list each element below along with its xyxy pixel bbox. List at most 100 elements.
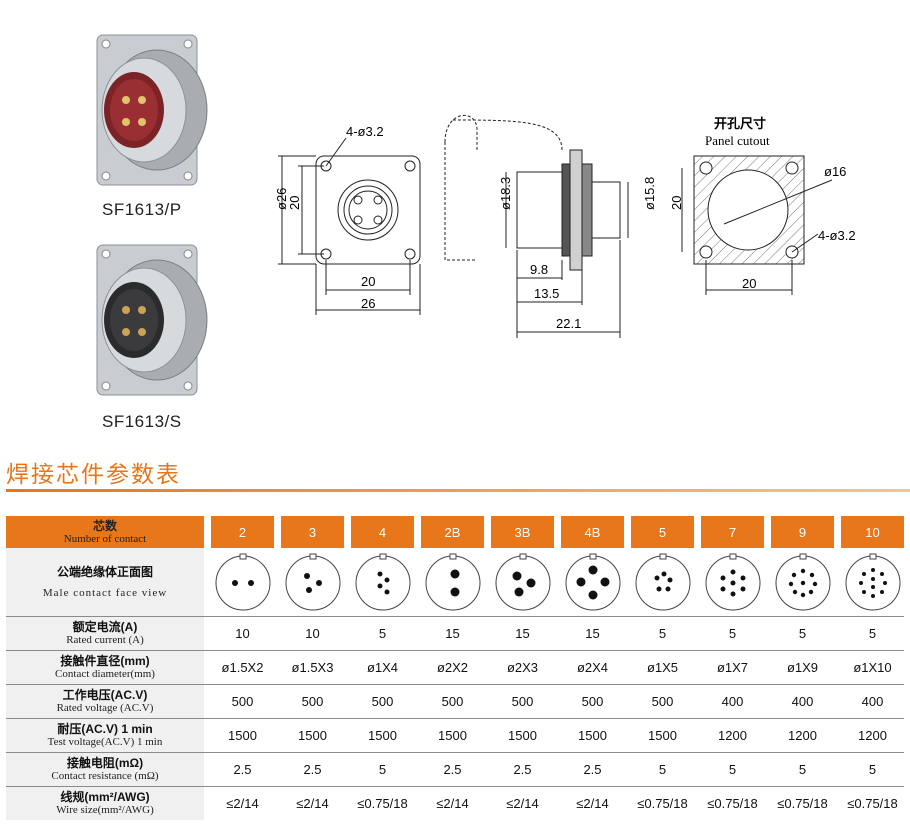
section-title: 焊接芯件参数表 [6, 461, 181, 487]
voltage-cell: 400 [861, 694, 884, 709]
voltage-cell: 500 [371, 694, 394, 709]
front-dim-20-h: 20 [361, 274, 375, 289]
wire-cell: ≤0.75/18 [357, 796, 408, 811]
front-dim-20-v: 20 [287, 196, 302, 210]
table-row-face: 公端绝缘体正面图 Male contact face view [6, 548, 904, 617]
wire-cell: ≤0.75/18 [637, 796, 688, 811]
side-dim-22-1: 22.1 [556, 316, 581, 331]
contacts-cell: 4 [351, 516, 414, 548]
diameter-cell: ø2X4 [576, 660, 609, 675]
row-label: 工作电压(AC.V) Rated voltage (AC.V) [6, 685, 204, 718]
diameter-cell: ø1X7 [716, 660, 749, 675]
face-cell [701, 548, 764, 616]
side-dim-15-8: ø15.8 [642, 177, 657, 210]
face-cell [351, 548, 414, 616]
test-cell: 1500 [298, 728, 327, 743]
test-cell: 1500 [368, 728, 397, 743]
side-dim-9-8: 9.8 [530, 262, 548, 277]
diameter-cell: ø1X4 [366, 660, 399, 675]
test-cell: 1500 [648, 728, 677, 743]
voltage-cell: 500 [581, 694, 604, 709]
face-cell [421, 548, 484, 616]
row-label-en: Contact resistance (mΩ) [51, 770, 159, 782]
voltage-cell: 400 [791, 694, 814, 709]
current-cell: 15 [585, 626, 600, 641]
table-row-contacts: 芯数 Number of contact 2 3 4 2B 3B 4B 5 7 … [6, 516, 904, 548]
current-cell: 15 [445, 626, 460, 641]
current-cell: 10 [235, 626, 250, 641]
face-diagram-2 [215, 553, 270, 611]
face-cell [491, 548, 554, 616]
face-cell [841, 548, 904, 616]
voltage-cell: 500 [301, 694, 324, 709]
face-diagram-9 [775, 553, 830, 611]
front-hole-label: 4-ø3.2 [346, 124, 384, 139]
contacts-cell: 10 [841, 516, 904, 548]
parameter-table: 芯数 Number of contact 2 3 4 2B 3B 4B 5 7 … [6, 516, 904, 820]
row-label-en: Wire size(mm²/AWG) [56, 804, 154, 816]
table-row-wire: 线规(mm²/AWG) Wire size(mm²/AWG) ≤2/14 ≤2/… [6, 787, 904, 820]
cutout-hole-label: 4-ø3.2 [818, 228, 856, 243]
cutout-dim-20-v: 20 [669, 196, 684, 210]
resistance-cell: 5 [728, 762, 737, 777]
cutout-title-en: Panel cutout [705, 133, 770, 148]
row-label-cn: 耐压(AC.V) 1 min [57, 722, 153, 736]
front-dim-26-h: 26 [361, 296, 375, 311]
face-diagram-3b [495, 553, 550, 611]
resistance-cell: 2.5 [443, 762, 462, 777]
section-divider [6, 489, 910, 492]
table-row-resistance: 接触电阻(mΩ) Contact resistance (mΩ) 2.5 2.5… [6, 753, 904, 787]
product-photo-plug [96, 34, 208, 186]
current-cell: 5 [728, 626, 737, 641]
resistance-cell: 5 [378, 762, 387, 777]
row-label-en: Number of contact [63, 532, 147, 545]
row-label-en: Male contact face view [42, 586, 168, 599]
table-row-voltage: 工作电压(AC.V) Rated voltage (AC.V) 500 500 … [6, 685, 904, 719]
resistance-cell: 2.5 [233, 762, 252, 777]
voltage-cell: 500 [231, 694, 254, 709]
diameter-cell: ø1X5 [646, 660, 679, 675]
contacts-cell: 9 [771, 516, 834, 548]
face-cell [561, 548, 624, 616]
resistance-cell: 5 [798, 762, 807, 777]
row-label-en: Contact diameter(mm) [55, 668, 155, 680]
row-label: 公端绝缘体正面图 Male contact face view [6, 548, 204, 616]
test-cell: 1200 [858, 728, 887, 743]
row-label-cn: 芯数 [92, 518, 117, 533]
row-label: 接触件直径(mm) Contact diameter(mm) [6, 651, 204, 684]
test-cell: 1500 [228, 728, 257, 743]
contacts-cell: 5 [631, 516, 694, 548]
face-cell [631, 548, 694, 616]
row-label-cn: 接触电阻(mΩ) [66, 756, 144, 770]
diameter-cell: ø1.5X2 [221, 660, 264, 675]
face-diagram-4 [355, 553, 410, 611]
row-label: 芯数 Number of contact [6, 516, 204, 548]
voltage-cell: 500 [511, 694, 534, 709]
wire-cell: ≤2/14 [226, 796, 259, 811]
row-label-cn: 额定电流(A) [72, 620, 138, 634]
contacts-cell: 7 [701, 516, 764, 548]
contacts-cell: 4B [561, 516, 624, 548]
current-cell: 5 [798, 626, 807, 641]
table-row-diameter: 接触件直径(mm) Contact diameter(mm) ø1.5X2 ø1… [6, 651, 904, 685]
side-dim-13-5: 13.5 [534, 286, 559, 301]
side-view [451, 119, 629, 338]
current-cell: 5 [868, 626, 877, 641]
resistance-cell: 5 [658, 762, 667, 777]
cutout-dim-20-h: 20 [742, 276, 756, 291]
resistance-cell: 2.5 [303, 762, 322, 777]
wire-cell: ≤2/14 [576, 796, 609, 811]
dimension-drawing: 4-ø3.2 ø26 20 20 26 ø18.3 ø15.8 9.8 13.5… [274, 115, 856, 338]
contacts-cell: 2 [211, 516, 274, 548]
face-diagram-3 [285, 553, 340, 611]
test-cell: 1200 [788, 728, 817, 743]
face-diagram-7 [705, 553, 760, 611]
diameter-cell: ø1X9 [786, 660, 819, 675]
current-cell: 5 [658, 626, 667, 641]
front-view [278, 115, 478, 315]
wire-cell: ≤0.75/18 [777, 796, 828, 811]
product-name-socket: SF1613/S [102, 412, 182, 431]
current-cell: 5 [378, 626, 387, 641]
diameter-cell: ø2X3 [506, 660, 539, 675]
voltage-cell: 500 [651, 694, 674, 709]
